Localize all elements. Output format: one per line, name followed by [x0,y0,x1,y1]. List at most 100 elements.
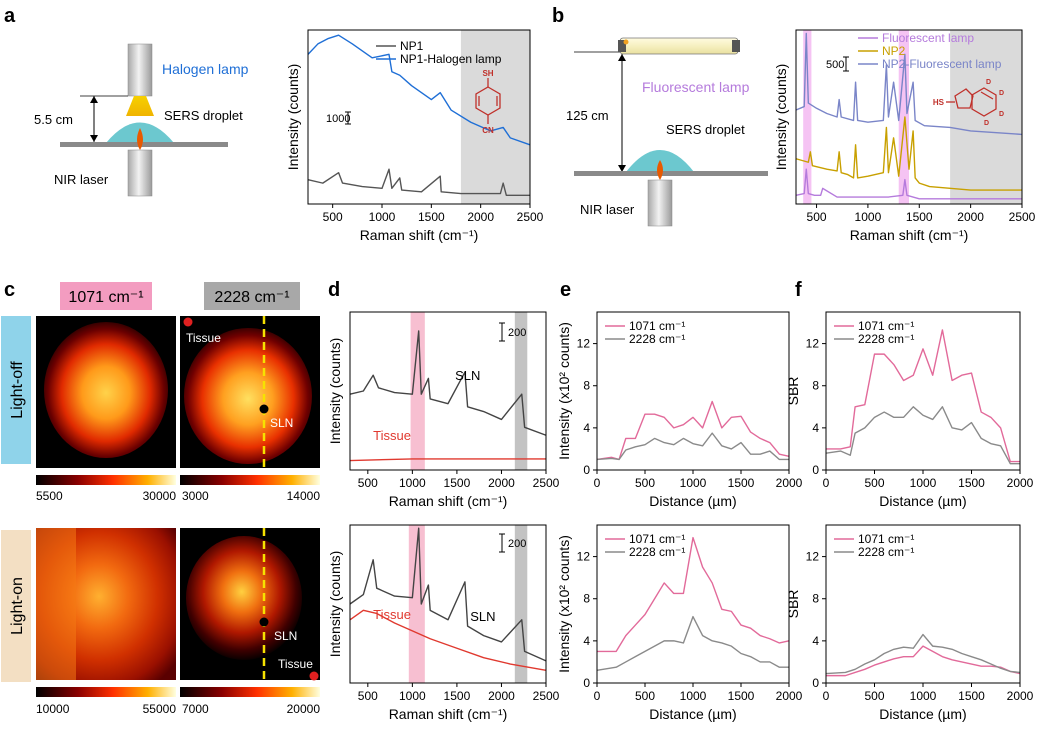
tissue-annotation: Tissue [373,607,411,622]
series-line [349,609,547,672]
structure-d-2: D [999,90,1004,97]
cbar-on-1071-max: 55000 [143,702,177,716]
structure-sh: SH [482,69,493,78]
x-tick-label: 2500 [517,210,544,224]
laser-spot-b [657,160,663,180]
distance-label-b: 125 cm [566,108,609,123]
lamp-endcap-left [618,40,626,52]
x-tick-label: 500 [864,689,884,703]
x-tick-label: 1000 [369,210,396,224]
series-line [825,633,1021,675]
benzo-ring [971,87,997,117]
x-tick-label: 0 [823,689,830,703]
sln-marker-on [259,617,269,627]
x-tick-label: 0 [594,476,601,490]
x-tick-label: 1500 [728,689,755,703]
y-axis-label: Intensity (x10² counts) [556,535,572,673]
x-tick-label: 1500 [444,689,471,703]
heatmap-on-1071-tissue-glow [36,528,76,680]
colorbar-off-1071 [36,475,176,485]
series-line [307,34,531,146]
scale-bar-label: 1000 [326,113,350,125]
x-tick-label: 0 [823,476,830,490]
x-axis-label: Raman shift (cm⁻¹) [360,227,479,243]
cbar-off-2228-max: 14000 [287,489,321,503]
legend-label: 2228 cm⁻¹ [858,545,914,559]
series-line [349,330,547,436]
legend-label: 1071 cm⁻¹ [858,319,914,333]
arrow-head-down-icon [618,165,626,172]
panel-letter-e: e [560,279,571,301]
y-axis-label: Intensity (counts) [327,551,343,658]
x-tick-label: 2000 [488,689,515,703]
series-line [825,406,1020,465]
heatmap-on-2228-node [186,536,302,660]
sln-label-on: SLN [274,629,297,643]
plot-frame [825,524,1021,684]
panel-a: a Halogen lamp 5.5 cm SERS droplet NIR l… [4,5,249,197]
stage-plate-a [60,142,228,147]
y-tick-label: 8 [812,592,819,606]
plot-frame [307,29,531,205]
sers-droplet-label-b: SERS droplet [666,122,745,137]
y-tick-label: 0 [812,463,819,477]
series-line [349,527,547,662]
plot-frame [596,311,790,471]
laser-spot-a [137,128,143,150]
structure-b [946,87,997,117]
plot-frame [795,29,1023,205]
x-tick-label: 500 [323,210,343,224]
y-tick-label: 4 [812,421,819,435]
shaded-band [950,30,1022,204]
sln-annotation: SLN [470,609,495,624]
sln-label-off: SLN [270,416,293,430]
series-line [596,400,790,461]
nir-laser-body-a [127,149,153,197]
plot-frame [596,524,790,684]
x-tick-label: 2000 [957,210,984,224]
arrow-head-up-icon [90,96,98,103]
lamp-endcap-right [732,40,740,52]
y-tick-label: 0 [583,463,590,477]
y-tick-label: 0 [583,676,590,690]
colorbar-off-2228 [180,475,320,485]
setup-diagram-a: Halogen lamp 5.5 cm SERS droplet NIR las… [34,43,249,197]
y-tick-label: 4 [812,634,819,648]
x-tick-label: 2000 [776,476,803,490]
colorbar-on-2228 [180,687,320,697]
x-tick-label: 1000 [399,689,426,703]
tissue-marker-off [183,317,193,327]
x-tick-label: 500 [635,689,655,703]
tissue-marker-on [309,671,319,681]
series-line [307,168,530,197]
setup-diagram-b: Fluorescent lamp 125 cm SERS droplet NIR… [566,37,768,227]
x-tick-label: 1000 [399,476,426,490]
y-tick-label: 8 [583,592,590,606]
heatmap-off-1071-node [44,322,168,458]
legend-label: NP2 [882,44,906,58]
series-line [795,168,1022,200]
x-tick-label: 1500 [958,476,985,490]
series-line [349,458,546,462]
series-line [795,116,1022,191]
legend-label: 2228 cm⁻¹ [629,332,685,346]
legend-label: Fluorescent lamp [882,31,974,45]
tissue-annotation: Tissue [373,428,411,443]
shaded-band [410,312,425,470]
nir-laser-label-b: NIR laser [580,202,635,217]
x-tick-label: 1000 [855,210,882,224]
scale-bar-label: 200 [508,538,526,550]
panel-letter-d: d [328,279,340,301]
x-tick-label: 1500 [444,476,471,490]
legend-label: NP1-Halogen lamp [400,52,502,66]
legend-label: 1071 cm⁻¹ [629,319,685,333]
x-axis-label: Raman shift (cm⁻¹) [389,493,508,509]
arrow-head-down-icon [90,135,98,142]
y-tick-label: 8 [583,379,590,393]
